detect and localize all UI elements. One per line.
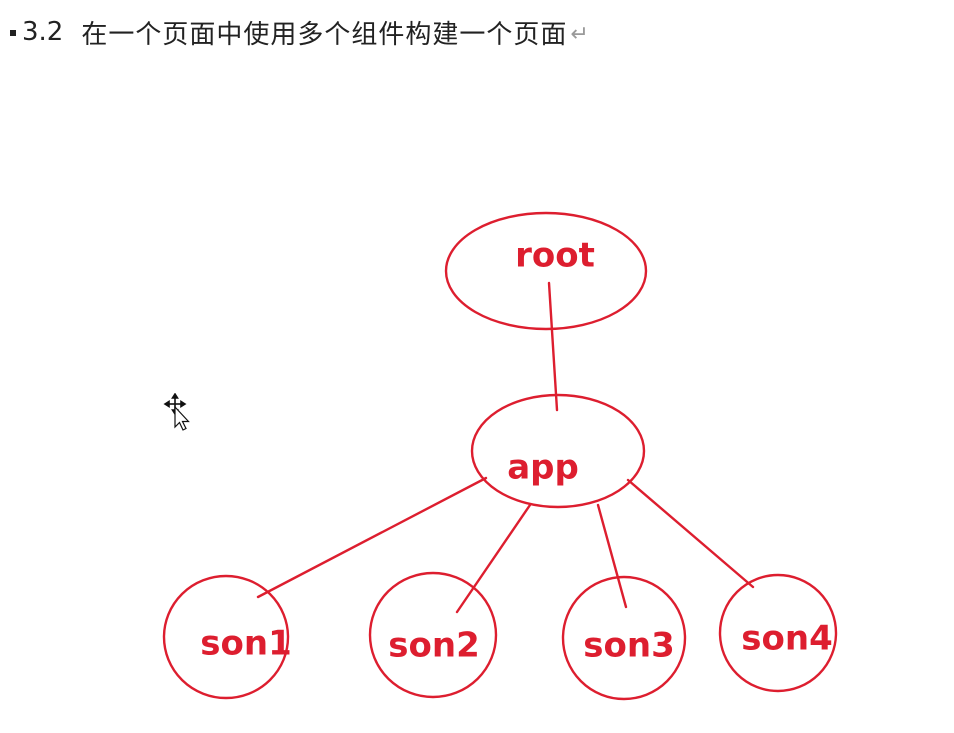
edge-app-son1	[256, 476, 488, 599]
node-son1-shape	[162, 574, 290, 700]
node-root-label: root	[515, 236, 595, 276]
edge-app-son4	[626, 478, 755, 589]
node-root-shape	[444, 211, 648, 331]
node-son2-shape	[368, 571, 498, 699]
node-app-label: app	[507, 448, 579, 488]
node-son3-shape	[561, 575, 687, 701]
node-app-shape	[470, 393, 646, 509]
section-title: 在一个页面中使用多个组件构建一个页面	[81, 19, 568, 50]
node-son1-label: son1	[200, 624, 291, 664]
paragraph-mark-icon: ↵	[570, 21, 589, 47]
move-cursor-icon	[163, 393, 190, 431]
edge-root-app	[547, 281, 559, 412]
page-heading: 3.2 在一个页面中使用多个组件构建一个页面 ↵	[10, 10, 589, 54]
section-number: 3.2	[22, 17, 64, 47]
edge-app-son2	[455, 503, 532, 614]
node-son3-label: son3	[583, 626, 674, 666]
edge-app-son3	[596, 503, 628, 609]
node-son2-label: son2	[388, 626, 479, 666]
node-son4-shape	[718, 573, 838, 693]
bullet-icon	[10, 30, 16, 36]
node-son4-label: son4	[741, 619, 832, 659]
